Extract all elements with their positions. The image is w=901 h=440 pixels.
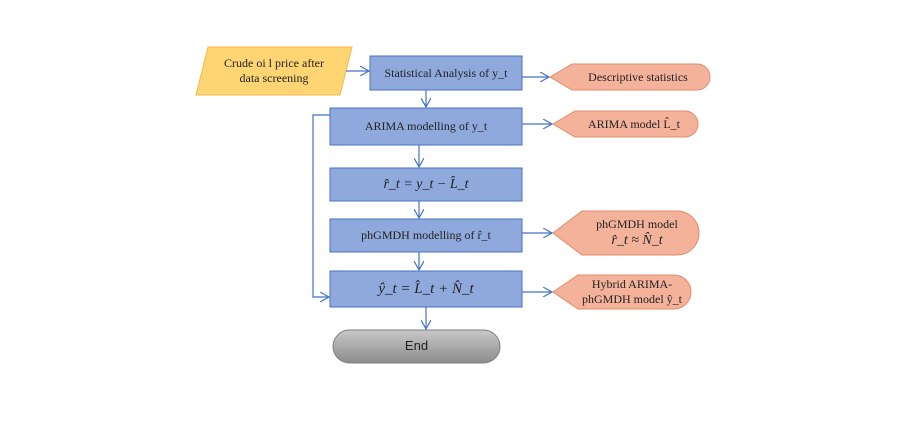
- stat-label: Statistical Analysis of y_t: [384, 65, 508, 80]
- phgmdh-model-line2: r̂_t ≈ N̂_t: [611, 232, 663, 248]
- phgmdh-model-line1: phGMDH model: [596, 216, 678, 231]
- output-descriptive: [549, 63, 711, 91]
- hybrid-model-line2: phGMDH model ŷ_t: [582, 292, 682, 306]
- hybrid-label: ŷ_t = L̂_t + N̂_t: [378, 280, 474, 297]
- arima-label: ARIMA modelling of y_t: [364, 119, 488, 133]
- hybrid-model-label: Hybrid ARIMA- phGMDH model ŷ_t: [574, 275, 690, 309]
- descriptive-label: Descriptive statistics: [588, 69, 688, 84]
- stat-box: [369, 55, 523, 91]
- output-hybrid-model: [552, 274, 692, 310]
- residual-label: r̂_t = y_t − L̂_t: [383, 176, 469, 192]
- arima-box: [329, 107, 523, 146]
- output-arima-model: [552, 110, 699, 138]
- hybrid-model-line1: Hybrid ARIMA-: [591, 277, 673, 291]
- input-label: Crude oi l price after data screening: [200, 49, 348, 93]
- phgmdh-model-label: phGMDH model r̂_t ≈ N̂_t: [578, 211, 696, 255]
- arrow-feedback-loop: [312, 114, 330, 297]
- arima-model-label: ARIMA model L̂_t: [588, 116, 680, 131]
- output-phgmdh-model: [552, 210, 700, 256]
- phgmdh-label: phGMDH modelling of r̂_t: [361, 228, 491, 242]
- input-parallelogram: [195, 46, 353, 96]
- input-line2: data screening: [239, 71, 309, 85]
- phgmdh-box: [329, 218, 523, 253]
- residual-box: [329, 167, 523, 202]
- input-line1: Crude oi l price after: [224, 56, 324, 70]
- end-terminator: [332, 329, 501, 364]
- end-label: End: [404, 338, 429, 354]
- hybrid-box: [329, 270, 523, 308]
